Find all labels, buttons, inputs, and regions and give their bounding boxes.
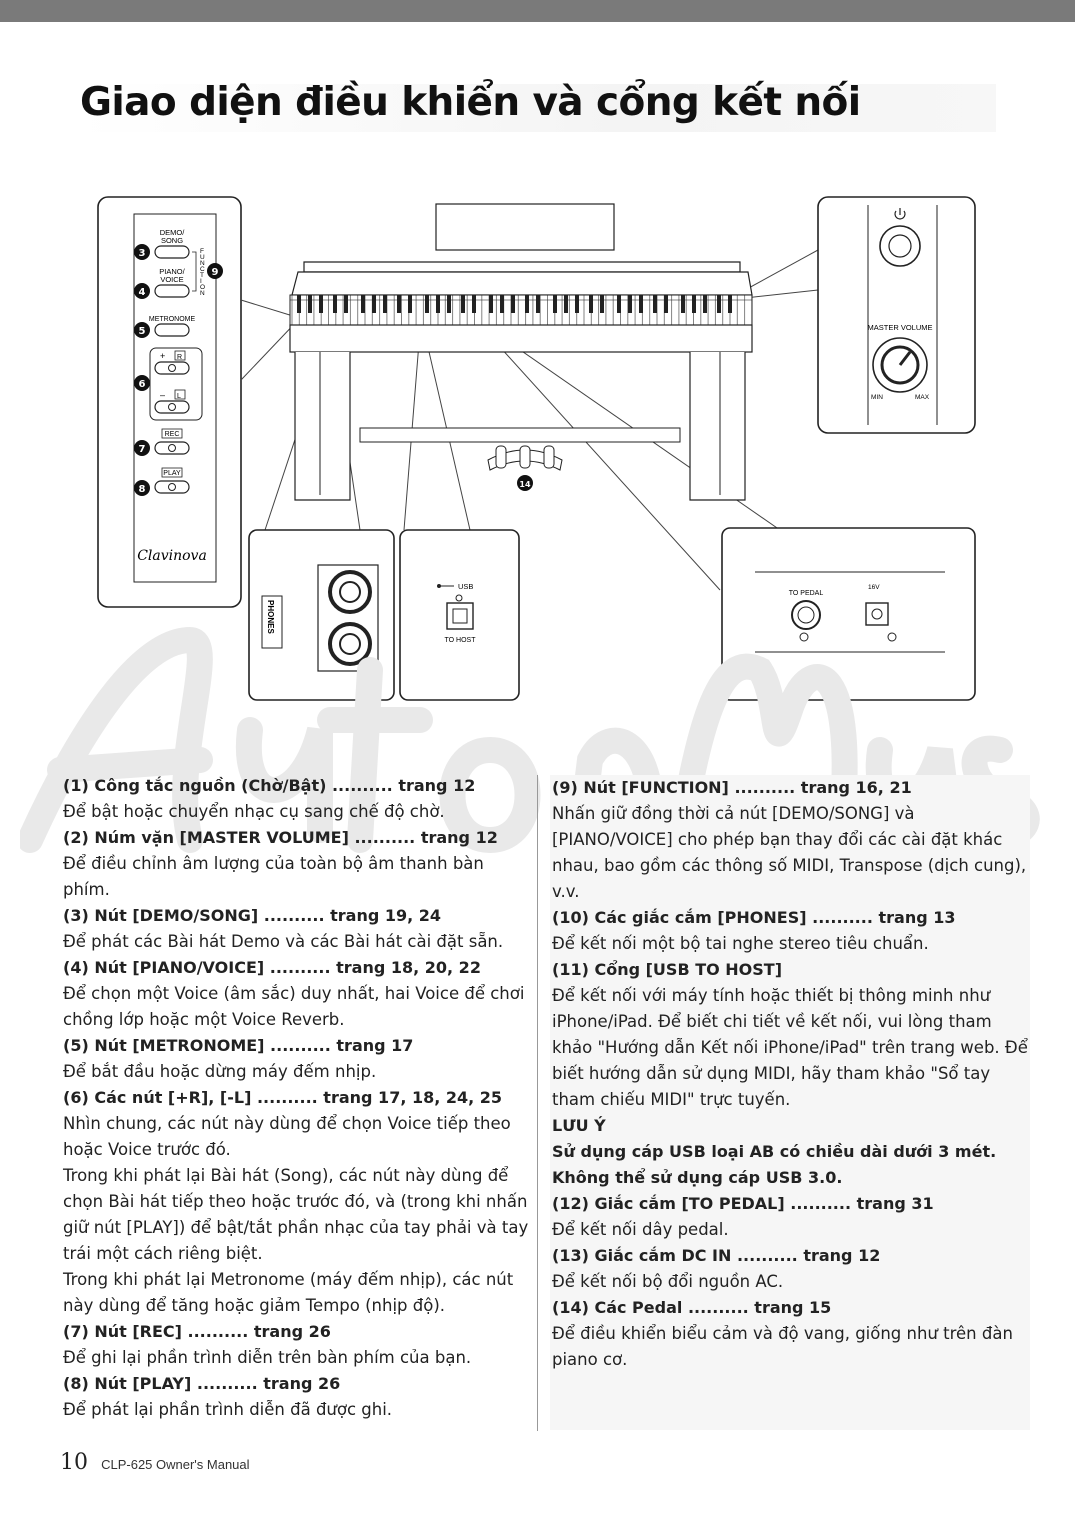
dc-label: 16V	[868, 584, 880, 591]
item-desc-pedals: Để điều khiển biểu cảm và độ vang, giống…	[552, 1324, 1013, 1369]
manual-name: CLP-625 Owner's Manual	[101, 1457, 250, 1472]
piano-voice-button	[154, 284, 190, 298]
item-heading-usb: (11) Cổng [USB TO HOST]	[552, 960, 783, 979]
master-volume-label: MASTER VOLUME	[867, 323, 932, 332]
column-divider	[537, 775, 538, 1431]
min-label: MIN	[871, 394, 883, 401]
item-desc-piano-voice: Để chọn một Voice (âm sắc) duy nhất, hai…	[63, 984, 525, 1029]
svg-text:14: 14	[519, 480, 531, 489]
note-text: Sử dụng cáp USB loại AB có chiều dài dướ…	[552, 1142, 997, 1187]
piano-voice-label-2: VOICE	[160, 275, 183, 284]
item-heading-plus-minus: (6) Các nút [+R], [-L] .......... trang …	[63, 1088, 503, 1107]
to-host-label: TO HOST	[445, 637, 477, 644]
phones-label: PHONES	[266, 600, 275, 634]
demo-song-button	[154, 245, 190, 259]
item-desc-metronome: Để bắt đầu hoặc dừng máy đếm nhịp.	[63, 1062, 377, 1081]
item-desc-function: Nhấn giữ đồng thời cả nút [DEMO/SONG] và…	[552, 804, 1027, 901]
minus-sign: –	[160, 390, 165, 400]
item-desc-plus-minus-2: Trong khi phát lại Bài hát (Song), các n…	[63, 1166, 529, 1263]
title-band	[78, 84, 996, 132]
note-label: LƯU Ý	[552, 1116, 606, 1135]
demo-song-label: DEMO/	[160, 228, 186, 237]
usb-box: USB TO HOST	[399, 529, 520, 701]
svg-text:5: 5	[139, 326, 146, 337]
metronome-label: METRONOME	[149, 316, 196, 323]
svg-text:C: C	[200, 266, 205, 273]
svg-text:9: 9	[212, 267, 219, 278]
item-desc-phones: Để kết nối một bộ tai nghe stereo tiêu c…	[552, 934, 929, 953]
to-pedal-label: TO PEDAL	[789, 590, 824, 597]
svg-text:U: U	[200, 254, 205, 261]
demo-song-label-2: SONG	[161, 236, 183, 245]
left-text-column: (1) Công tắc nguồn (Chờ/Bật) .......... …	[63, 773, 533, 1423]
item-heading-demo-song: (3) Nút [DEMO/SONG] .......... trang 19,…	[63, 906, 442, 925]
metronome-button	[154, 323, 190, 337]
item-heading-function: (9) Nút [FUNCTION] .......... trang 16, …	[552, 778, 912, 797]
brand-logo: Clavinova	[137, 548, 207, 564]
item-heading-metronome: (5) Nút [METRONOME] .......... trang 17	[63, 1036, 414, 1055]
item-heading-power: (1) Công tắc nguồn (Chờ/Bật) .......... …	[63, 776, 476, 795]
power-icon	[894, 208, 906, 220]
item-desc-play: Để phát lại phần trình diễn đã được ghi.	[63, 1400, 393, 1419]
piano-diagram: DEMO/ SONG PIANO/ VOICE F U N C T I O N …	[97, 196, 976, 701]
top-bar	[0, 0, 1075, 22]
svg-text:T: T	[200, 272, 204, 279]
item-desc-demo-song: Để phát các Bài hát Demo và các Bài hát …	[63, 932, 504, 951]
item-heading-dc-in: (13) Giắc cắm DC IN .......... trang 12	[552, 1246, 881, 1265]
svg-text:8: 8	[139, 484, 146, 495]
svg-text:N: N	[200, 290, 205, 297]
item-desc-plus-minus-3: Trong khi phát lại Metronome (máy đếm nh…	[63, 1270, 514, 1315]
svg-text:O: O	[200, 284, 205, 291]
page-number: 10	[60, 1450, 88, 1475]
right-text-column: (9) Nút [FUNCTION] .......... trang 16, …	[550, 775, 1030, 1430]
svg-text:7: 7	[139, 444, 146, 455]
item-heading-piano-voice: (4) Nút [PIANO/VOICE] .......... trang 1…	[63, 958, 481, 977]
rec-label: REC	[165, 431, 180, 438]
left-panel: DEMO/ SONG PIANO/ VOICE F U N C T I O N …	[97, 196, 242, 608]
svg-text:F: F	[200, 248, 204, 255]
pedal-dc-box: TO PEDAL 16V	[721, 527, 976, 701]
minus-l-button	[154, 400, 190, 414]
svg-text:3: 3	[139, 248, 146, 259]
piano-voice-label: PIANO/	[159, 267, 185, 276]
item-desc-usb: Để kết nối với máy tính hoặc thiết bị th…	[552, 986, 1028, 1109]
plus-r-button	[154, 361, 190, 375]
phones-box: PHONES	[248, 529, 395, 701]
item-heading-to-pedal: (12) Giắc cắm [TO PEDAL] .......... tran…	[552, 1194, 934, 1213]
item-desc-dc-in: Để kết nối bộ đổi nguồn AC.	[552, 1272, 784, 1291]
item-desc-master-volume: Để điều chỉnh âm lượng của toàn bộ âm th…	[63, 854, 484, 899]
item-desc-plus-minus-1: Nhìn chung, các nút này dùng để chọn Voi…	[63, 1114, 511, 1159]
piano-illustration	[289, 203, 753, 501]
usb-label: USB	[458, 582, 473, 591]
item-desc-rec: Để ghi lại phần trình diễn trên bàn phím…	[63, 1348, 472, 1367]
play-button	[154, 480, 190, 494]
item-heading-play: (8) Nút [PLAY] .......... trang 26	[63, 1374, 341, 1393]
function-label: F U N C T I O N	[200, 248, 205, 297]
svg-text:N: N	[200, 260, 205, 267]
svg-text:I: I	[200, 278, 202, 285]
plus-sign: +	[160, 351, 165, 361]
item-heading-master-volume: (2) Núm vặn [MASTER VOLUME] .......... t…	[63, 828, 498, 847]
item-desc-power: Để bật hoặc chuyển nhạc cụ sang chế độ c…	[63, 802, 445, 821]
item-heading-rec: (7) Nút [REC] .......... trang 26	[63, 1322, 331, 1341]
usb-icon	[437, 584, 454, 588]
l-label: L	[177, 393, 181, 400]
page-footer: 10 CLP-625 Owner's Manual	[60, 1450, 250, 1475]
item-heading-pedals: (14) Các Pedal .......... trang 15	[552, 1298, 832, 1317]
item-heading-phones: (10) Các giắc cắm [PHONES] .......... tr…	[552, 908, 956, 927]
page-title: Giao diện điều khiển và cổng kết nối	[80, 80, 861, 125]
rec-button	[154, 441, 190, 455]
svg-text:4: 4	[139, 287, 146, 298]
item-desc-to-pedal: Để kết nối dây pedal.	[552, 1220, 729, 1239]
play-label: PLAY	[163, 470, 181, 477]
r-label: R	[177, 354, 182, 361]
right-panel: MASTER VOLUME MIN MAX	[817, 196, 976, 434]
svg-text:6: 6	[139, 379, 146, 390]
max-label: MAX	[915, 394, 930, 401]
